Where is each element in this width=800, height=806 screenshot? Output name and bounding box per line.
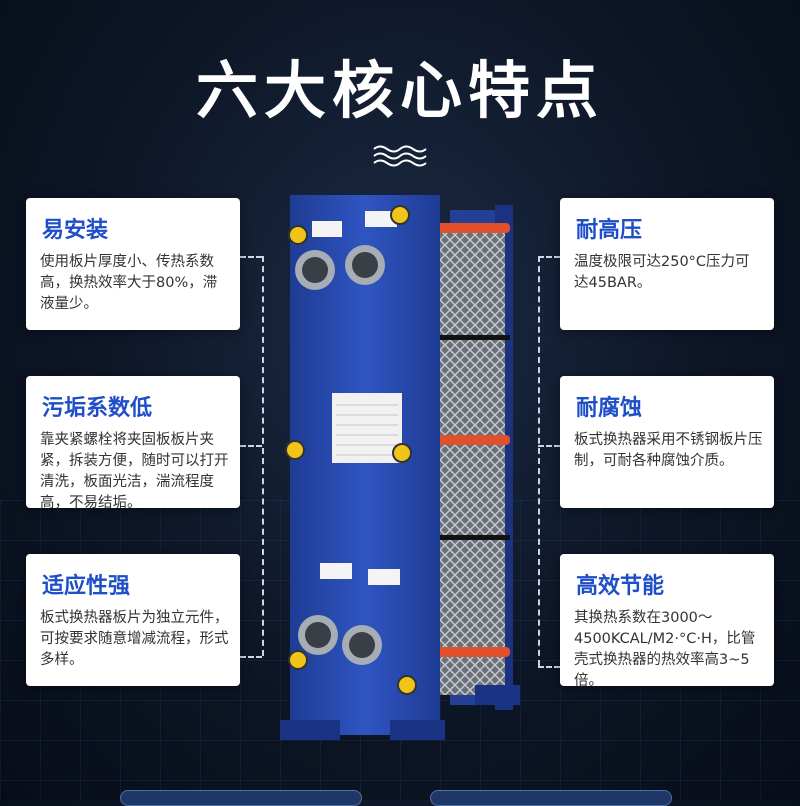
feature-heading: 污垢系数低 [42, 396, 153, 421]
connector-line [240, 445, 262, 447]
feature-card-adaptability: 适应性强 板式换热器板片为独立元件，可按要求随意增减流程，形式多样。 [26, 554, 240, 686]
feature-heading: 耐高压 [576, 218, 643, 243]
feature-text: 板式换热器板片为独立元件，可按要求随意增减流程，形式多样。 [40, 610, 229, 668]
connector-line [262, 256, 264, 656]
connector-line [538, 256, 560, 258]
feature-card-corrosion-resistant: 耐腐蚀 板式换热器采用不锈钢板片压制，可耐各种腐蚀介质。 [560, 376, 774, 508]
feature-card-low-fouling: 污垢系数低 靠夹紧螺栓将夹固板板片夹紧，拆装方便，随时可以打开清洗，板面光洁，湍… [26, 376, 240, 511]
connector-line [538, 256, 540, 666]
connector-line [240, 256, 262, 258]
feature-text: 温度极限可达250°C压力可达45BAR。 [574, 254, 750, 291]
feature-card-high-pressure: 耐高压 温度极限可达250°C压力可达45BAR。 [560, 198, 774, 330]
connector-line [538, 445, 560, 447]
feature-heading: 易安装 [42, 218, 109, 243]
bottom-tab-left [120, 790, 362, 806]
wave-decoration-icon [373, 145, 427, 167]
feature-heading: 适应性强 [42, 574, 131, 599]
connector-line [240, 656, 262, 658]
feature-text: 使用板片厚度小、传热系数高，换热效率大于80%，滞液量少。 [40, 254, 218, 312]
feature-text: 靠夹紧螺栓将夹固板板片夹紧，拆装方便，随时可以打开清洗，板面光洁，湍流程度高，不… [40, 432, 229, 511]
heat-exchanger-image [280, 195, 520, 740]
feature-heading: 高效节能 [576, 574, 665, 599]
feature-heading: 耐腐蚀 [576, 396, 643, 421]
feature-text: 板式换热器采用不锈钢板片压制，可耐各种腐蚀介质。 [574, 432, 763, 469]
feature-card-easy-install: 易安装 使用板片厚度小、传热系数高，换热效率大于80%，滞液量少。 [26, 198, 240, 330]
feature-card-energy-efficient: 高效节能 其换热系数在3000～4500KCAL/M2·°C·H，比管壳式换热器… [560, 554, 774, 689]
feature-text: 其换热系数在3000～4500KCAL/M2·°C·H，比管壳式换热器的热效率高… [574, 610, 756, 689]
connector-line [538, 666, 560, 668]
page-title: 六大核心特点 [195, 54, 604, 127]
bottom-tab-right [430, 790, 672, 806]
